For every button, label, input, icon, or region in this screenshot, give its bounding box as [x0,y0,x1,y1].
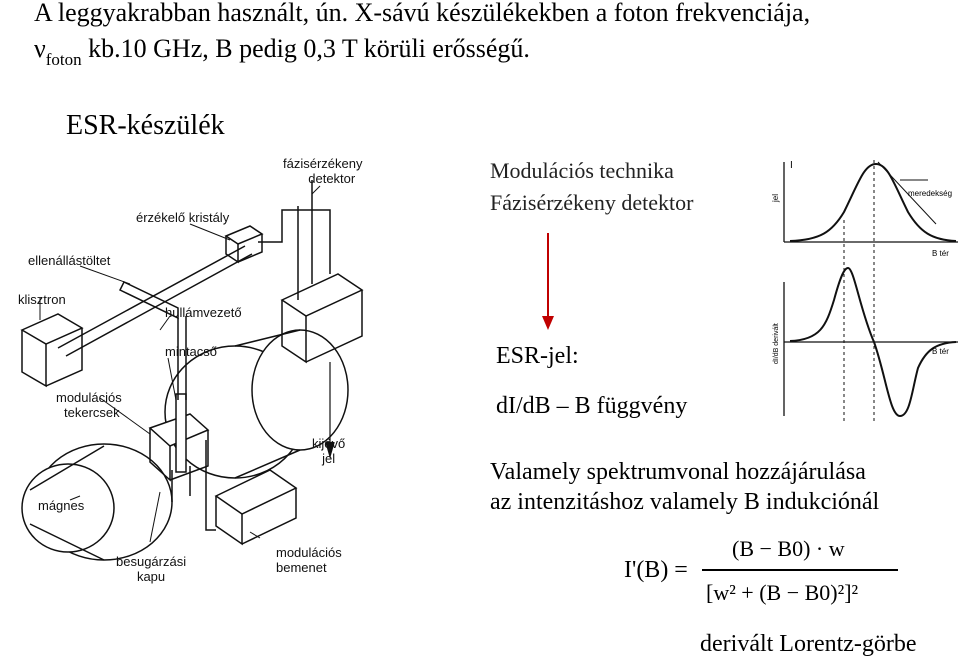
formula-numerator: (B − B0) · w [732,536,845,561]
bottom-ylabel: dI/dB derivált [773,323,780,364]
magnet-right [164,329,349,479]
formula-fraction-bar [702,569,898,571]
formula-lhs: I'(B) = [624,557,688,583]
arrow-head-icon [542,316,554,330]
label-sensing-crystal: érzékelő kristály [136,210,230,225]
formula-denominator: [w² + (B − B0)²]² [706,580,859,605]
top-ylabel: jel [771,194,780,203]
esr-signal-plots: I jel meredekség B tér dI/dB derivált B … [771,160,958,422]
down-arrow-icon [547,233,549,321]
absorption-curve [789,162,957,242]
intro-line-2: νfoton kb.10 GHz, B pedig 0,3 T körüli e… [34,34,530,69]
slope-annotation: meredekség [908,189,952,198]
intro-line-2-text: kb.10 GHz, B pedig 0,3 T körüli erősségű… [88,34,530,63]
derivative-curve [789,266,957,418]
slope-line [877,161,937,225]
description-line-1: Valamely spektrumvonal hozzájárulása [490,459,866,485]
signal-function: dI/dB – B függvény [496,393,688,419]
intro-line-1: A leggyakrabban használt, ún. X-sávú kés… [34,0,811,27]
technique-line-2: Fázisérzékeny detektor [490,190,694,215]
signal-heading: ESR-jel: [496,343,579,369]
nu-symbol: ν [34,34,46,63]
device-title: ESR-készülék [66,110,225,141]
top-ylabel-symbol: I [790,160,793,171]
bottom-xlabel: B tér [932,347,949,356]
label-magnet: mágnes [38,498,85,513]
label-klystron: klisztron [18,292,66,307]
crystal-detector [224,225,264,264]
magnet-left [21,443,173,561]
phase-detector-box [258,180,364,364]
formula-caption: derivált Lorentz-görbe [700,631,917,657]
label-waveguide: hullámvezető [165,305,242,320]
technique-line-1: Modulációs technika [490,158,674,183]
klystron-box [20,313,84,388]
top-xlabel: B tér [932,249,949,258]
description-line-2: az intenzitáshoz valamely B indukciónál [490,489,880,515]
label-sample-tube: mintacső [165,344,218,359]
cavity [148,393,210,502]
waveguide [57,245,253,400]
nu-subscript: foton [45,50,82,69]
esr-apparatus-drawing [20,180,364,561]
leader-lines [39,185,321,543]
modulation-input-box [205,440,298,546]
label-load-resistor: ellenállástöltet [28,253,111,268]
